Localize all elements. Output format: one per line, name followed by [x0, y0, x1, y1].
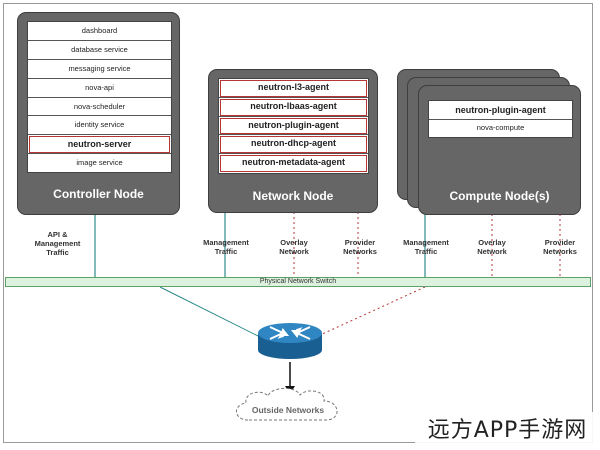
switch-to-router-line — [159, 286, 263, 339]
cloud-icon — [236, 387, 338, 421]
compute-service-list: neutron-plugin-agent nova-compute — [428, 100, 573, 138]
controller-node: dashboard database service messaging ser… — [17, 12, 180, 215]
label-network-provider: Provider Networks — [343, 238, 377, 256]
router-icon — [258, 323, 322, 359]
service-nova-api: nova-api — [28, 79, 171, 98]
service-neutron-l3-agent: neutron-l3-agent — [219, 79, 368, 98]
service-neutron-metadata-agent: neutron-metadata-agent — [219, 154, 368, 173]
controller-node-title: Controller Node — [53, 187, 144, 201]
service-nova-compute: nova-compute — [476, 123, 525, 132]
service-dashboard: dashboard — [28, 22, 171, 41]
service-neutron-plugin-agent-compute: neutron-plugin-agent — [429, 101, 572, 120]
label-compute-overlay: Overlay Network — [477, 238, 507, 256]
service-neutron-dhcp-agent: neutron-dhcp-agent — [219, 135, 368, 155]
outside-networks-label: Outside Networks — [251, 405, 325, 415]
diagram-frame — [3, 3, 593, 443]
service-database: database service — [28, 41, 171, 60]
network-node: neutron-l3-agent neutron-lbaas-agent neu… — [208, 69, 378, 213]
label-compute-management-traffic: Management Traffic — [403, 238, 449, 256]
service-messaging: messaging service — [28, 60, 171, 79]
label-network-overlay: Overlay Network — [279, 238, 309, 256]
service-neutron-plugin-agent: neutron-plugin-agent — [219, 117, 368, 136]
service-nova-scheduler: nova-scheduler — [28, 98, 171, 117]
service-neutron-server: neutron-server — [28, 135, 171, 155]
watermark-text: 远方APP手游网 — [415, 412, 600, 450]
service-image: image service — [76, 158, 123, 168]
controller-service-list: dashboard database service messaging ser… — [27, 21, 172, 173]
network-node-title: Network Node — [252, 189, 334, 203]
switch-to-router-dotted-line — [317, 286, 426, 337]
service-neutron-lbaas-agent: neutron-lbaas-agent — [219, 98, 368, 117]
compute-node: neutron-plugin-agent nova-compute Comput… — [418, 85, 581, 215]
network-service-list: neutron-l3-agent neutron-lbaas-agent neu… — [218, 78, 369, 174]
label-api-management-traffic: API & Management Traffic — [34, 230, 81, 257]
label-compute-provider: Provider Networks — [543, 238, 577, 256]
compute-node-title: Compute Node(s) — [449, 189, 550, 203]
label-network-management-traffic: Management Traffic — [203, 238, 249, 256]
service-identity: identity service — [28, 116, 171, 136]
physical-network-switch: Physical Network Switch — [5, 277, 591, 287]
